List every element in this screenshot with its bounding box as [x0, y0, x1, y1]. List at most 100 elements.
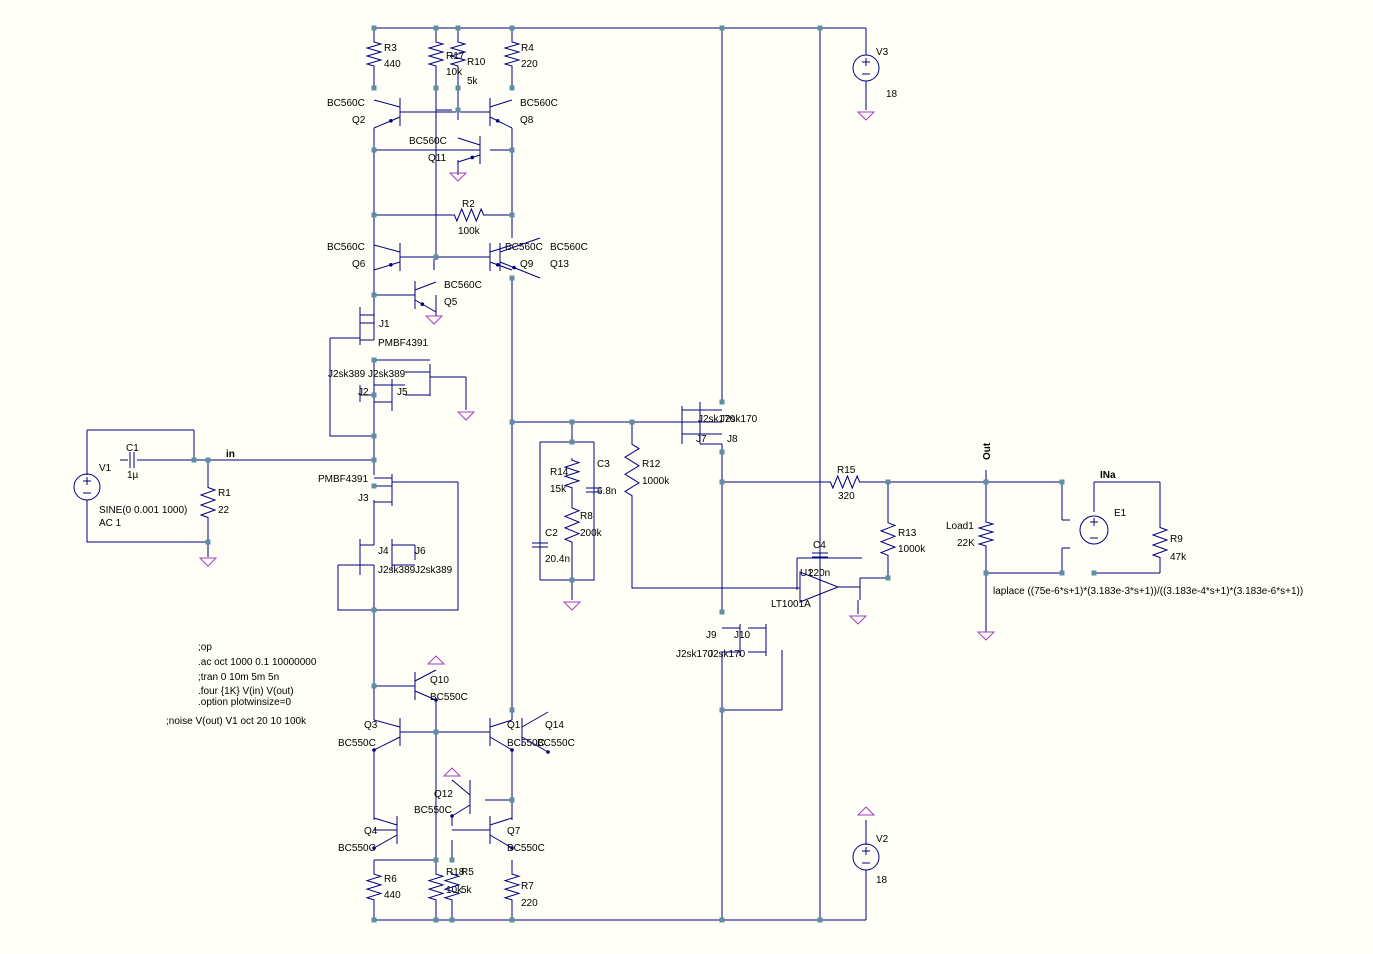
value-r1: 22	[218, 505, 230, 516]
junction-dot	[719, 917, 725, 923]
junction-dot	[205, 457, 211, 463]
resistor-r1[interactable]	[199, 485, 217, 520]
junction-dot	[433, 729, 439, 735]
resistor-r4[interactable]	[503, 40, 521, 68]
transistor-q5[interactable]	[414, 281, 437, 313]
transistor-q1[interactable]	[489, 718, 514, 752]
resistor-r18[interactable]	[427, 872, 445, 902]
resistor-r17[interactable]	[427, 40, 445, 68]
value-j5: J2sk389	[368, 369, 406, 380]
transistor-q10[interactable]	[414, 669, 438, 702]
capacitor-c2[interactable]	[532, 542, 548, 548]
jfet-j5[interactable]	[405, 364, 431, 396]
resistor-r6[interactable]	[365, 872, 383, 902]
resistor-r5[interactable]	[443, 872, 461, 902]
jfet-j6[interactable]	[391, 539, 415, 571]
ref-c1: C1	[126, 443, 139, 454]
transistor-q7[interactable]	[489, 816, 514, 850]
junction-dot	[509, 147, 515, 153]
ref-q6: Q6	[352, 259, 366, 270]
transistor-q11[interactable]	[457, 136, 481, 164]
opamp-u1[interactable]	[799, 571, 861, 603]
ref-c3: C3	[597, 459, 610, 470]
resistor-r12[interactable]	[624, 440, 640, 500]
resistor-r2[interactable]	[452, 207, 486, 223]
capacitor-c4[interactable]	[812, 552, 828, 558]
ref-r8: R8	[580, 511, 593, 522]
transistor-q6[interactable]	[373, 243, 401, 271]
value-v1: SINE(0 0.001 1000)	[99, 505, 187, 516]
resistor-r7[interactable]	[503, 872, 521, 902]
value-r18: 10k	[446, 885, 463, 896]
resistor-r15[interactable]	[828, 474, 862, 490]
jfet-j4[interactable]	[359, 539, 374, 571]
spice-directive-1: ;op	[198, 642, 212, 653]
jfet-j2[interactable]	[374, 379, 393, 411]
ground-icon	[856, 806, 876, 816]
transistor-q2[interactable]	[373, 98, 401, 129]
transistor-q3[interactable]	[372, 718, 401, 752]
jfet-j7[interactable]	[681, 406, 700, 438]
ref-j10: J10	[734, 630, 751, 641]
jfet-j3[interactable]	[374, 474, 393, 506]
resistor-r10[interactable]	[449, 40, 467, 68]
spice-directive-3: ;tran 0 10m 5m 5n	[198, 672, 279, 683]
transistor-q12[interactable]	[450, 779, 471, 818]
junction-dot	[983, 479, 989, 485]
jfet-j9[interactable]	[722, 624, 741, 656]
capacitor-c1[interactable]	[129, 452, 135, 468]
value-r3: 440	[384, 59, 401, 70]
ref-q1: Q1	[507, 720, 521, 731]
resistor-r9[interactable]	[1151, 525, 1169, 560]
transistor-q4[interactable]	[372, 816, 398, 850]
resistor-r13[interactable]	[879, 520, 897, 558]
ground-icon	[456, 411, 476, 421]
resistor-r8[interactable]	[563, 505, 581, 545]
value-r17: 10k	[446, 67, 463, 78]
transistor-q9[interactable]	[489, 243, 513, 271]
ref-r12: R12	[642, 459, 661, 470]
junction-dot	[569, 419, 575, 425]
transistor-q14[interactable]	[521, 711, 550, 754]
jfet-j8[interactable]	[699, 404, 722, 436]
ref-r13: R13	[898, 528, 917, 539]
component-labels: R3440R1710kR105kR4220R2100kR122R6440R181…	[99, 43, 1303, 909]
voltage-source-v3[interactable]	[852, 54, 880, 82]
value-q9: BC560C	[505, 242, 543, 253]
junction-dot	[719, 25, 725, 31]
voltage-source-v1[interactable]	[73, 473, 101, 501]
capacitor-c3[interactable]	[586, 487, 602, 493]
transistor-q13[interactable]	[499, 237, 541, 279]
ref-c2: C2	[545, 528, 558, 539]
voltage-source-v2[interactable]	[852, 843, 880, 871]
value-r5: 5k	[461, 885, 473, 896]
jfet-j10[interactable]	[748, 624, 767, 656]
transistor-q8[interactable]	[489, 98, 513, 129]
net-label-out: Out	[982, 442, 993, 460]
value-j4: J2sk389	[378, 565, 416, 576]
junction-dot	[371, 25, 377, 31]
junction-dot	[371, 457, 377, 463]
ground-icon	[426, 655, 446, 665]
resistor-r14[interactable]	[563, 458, 581, 490]
value-c1: 1µ	[127, 470, 139, 481]
spice-directive-6: ;noise V(out) V1 oct 20 10 100k	[166, 716, 307, 727]
junction-dot	[371, 392, 377, 398]
jfet-j1[interactable]	[359, 307, 374, 341]
junction-dot	[433, 857, 439, 863]
value-c4: 220n	[808, 568, 830, 579]
junction-dot	[719, 609, 725, 615]
resistor-r3[interactable]	[365, 40, 383, 68]
ref-r4: R4	[521, 43, 534, 54]
ref-q12: Q12	[434, 789, 453, 800]
junction-dot	[509, 419, 515, 425]
ref-r9: R9	[1170, 534, 1183, 545]
ground-icon	[856, 111, 876, 121]
junction-dot	[1059, 570, 1065, 576]
ref-r15: R15	[837, 465, 856, 476]
ref-load1: Load1	[946, 521, 974, 532]
controlled-source-e1[interactable]	[1062, 515, 1109, 549]
resistor-load1[interactable]	[977, 520, 995, 548]
junction-dot	[449, 857, 455, 863]
